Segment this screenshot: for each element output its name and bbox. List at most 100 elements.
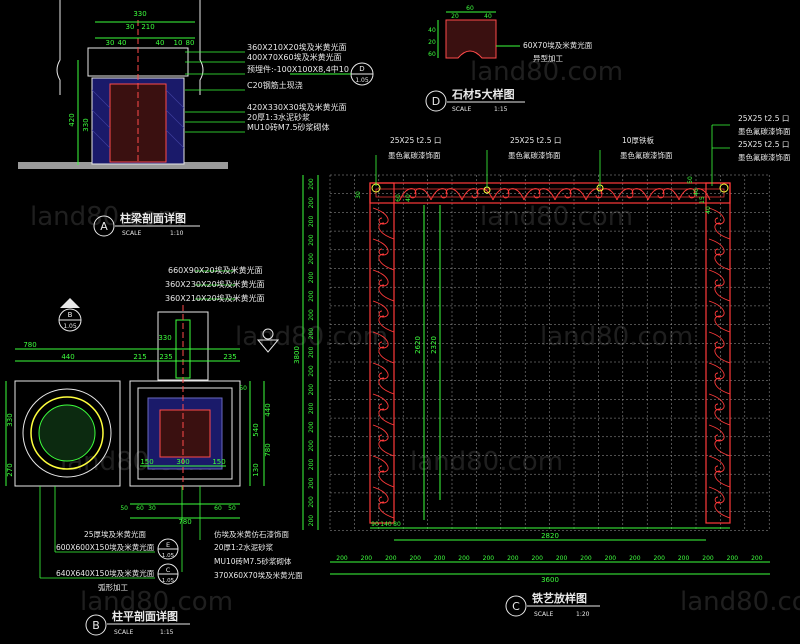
- iron-note: 墨色氟碳漆饰面: [738, 126, 791, 136]
- scroll-curve: [631, 188, 649, 201]
- scroll-curve: [708, 238, 725, 256]
- dim-label: 200: [458, 555, 470, 562]
- dim-label: 30: [355, 191, 362, 199]
- scroll-curve: [378, 346, 395, 364]
- section-a-note: 360X210X20埃及米黄光面: [247, 42, 347, 52]
- dim-label: 200: [308, 290, 315, 302]
- scroll-curve: [616, 188, 634, 201]
- section-b-note: 660X90X20埃及米黄光面: [168, 265, 263, 275]
- section-b-note: 仿埃及米黄仿石漆饰面: [214, 529, 289, 539]
- dim-label: 40: [405, 194, 412, 202]
- scale-value: 1:15: [494, 106, 508, 113]
- scroll-curve: [372, 331, 389, 349]
- view-letter: C: [512, 600, 520, 613]
- dim-label: 540: [252, 423, 260, 436]
- dim-label: 200: [308, 440, 315, 452]
- scroll-curve: [461, 188, 479, 201]
- dim-label: 60: [395, 194, 402, 202]
- callout-letter: B: [68, 311, 73, 319]
- scale-label: SCALE: [122, 230, 141, 237]
- dim-label: 50: [228, 505, 236, 512]
- watermark-text: land80.com: [680, 587, 800, 617]
- iron-note: 墨色氟碳漆饰面: [620, 150, 673, 160]
- scroll-curve: [708, 207, 725, 225]
- plan-core: [159, 409, 211, 458]
- scroll-curve: [523, 188, 541, 201]
- dim-label: 2320: [430, 336, 438, 354]
- dim-label: 200: [629, 555, 641, 562]
- scroll-curve: [708, 424, 725, 442]
- dim-label: 200: [308, 384, 315, 396]
- scale-label: SCALE: [534, 611, 553, 618]
- section-marker-circle: [262, 328, 274, 340]
- callout-sheet: 1.05: [355, 77, 369, 84]
- iron-note: 25X25 t2.5 口: [390, 136, 441, 145]
- scroll-curve: [378, 253, 395, 271]
- iron-note: 10厚铁板: [622, 135, 655, 145]
- dim-label: 200: [385, 555, 397, 562]
- title-b: B 柱平剖面详图 SCALE 1:15: [85, 609, 190, 636]
- plan-inner-square: [137, 387, 233, 480]
- scroll-curve: [662, 188, 680, 201]
- layout-grid: [329, 174, 770, 531]
- scroll-curve: [372, 486, 389, 504]
- section-a-note: MU10砖M7.5砂浆砌体: [247, 122, 330, 132]
- dim-label: 200: [483, 555, 495, 562]
- dim-label: 60: [428, 51, 436, 58]
- dim-label: 200: [308, 402, 315, 414]
- scroll-curve: [678, 188, 696, 201]
- dim-label: 150: [140, 458, 153, 466]
- dim-label: 780: [264, 443, 272, 456]
- dim-label: 200: [308, 515, 315, 527]
- dim-label: 50: [687, 176, 694, 184]
- section-b-note: 360X230X20埃及米黄光面: [165, 279, 265, 289]
- scroll-curve: [714, 470, 731, 488]
- scroll-curve: [538, 188, 556, 201]
- dim-label: 210: [141, 23, 154, 31]
- dim-label: 330: [158, 334, 171, 342]
- dim-label: 200: [308, 496, 315, 508]
- dim-label: 40: [428, 27, 436, 34]
- dim-label: 3600: [541, 576, 559, 584]
- dim-label: 235: [159, 353, 172, 361]
- scroll-ornaments-side: [372, 207, 731, 519]
- scroll-curve: [708, 486, 725, 504]
- detail-d-note: 异型加工: [533, 53, 563, 63]
- view-label-circle: [505, 595, 527, 617]
- watermark-text: land80.com: [470, 57, 623, 87]
- core-circle: [38, 404, 96, 462]
- leader-lines: [185, 51, 245, 133]
- section-b-note: 25厚埃及米黄光面: [84, 529, 147, 539]
- scroll-curve: [476, 188, 494, 201]
- watermark-text: land80.com: [235, 322, 388, 352]
- dim-label: 780: [178, 518, 191, 526]
- dim-label: 200: [308, 421, 315, 433]
- scroll-curve: [714, 501, 731, 519]
- dim-label: 30: [148, 505, 156, 512]
- dim-label: 330: [6, 413, 14, 426]
- dim-label: 200: [556, 555, 568, 562]
- dim-label: 200: [308, 234, 315, 246]
- iron-layout-drawing: 25X25 t2.5 口 墨色氟碳漆饰面 25X25 t2.5 口 墨色氟碳漆饰…: [293, 114, 791, 584]
- watermark-text: land80.com: [30, 202, 183, 232]
- scroll-curve: [693, 188, 711, 201]
- watermark-text: land80.com: [410, 447, 563, 477]
- section-a-note: 20厚1:3水泥砂浆: [247, 112, 310, 122]
- scroll-curve: [714, 253, 731, 271]
- view-label-circle: [93, 215, 115, 237]
- iron-frame: [369, 182, 731, 524]
- section-marker-icon: [256, 339, 280, 353]
- dim-label: 200: [308, 346, 315, 358]
- section-b-note: 640X640X150埃及米黄光面: [56, 568, 155, 578]
- dim-label: 10: [174, 39, 183, 47]
- scroll-curve: [714, 315, 731, 333]
- view-letter: B: [92, 619, 100, 632]
- inner-ring: [30, 396, 104, 470]
- dim-label: 40: [484, 13, 492, 20]
- dim-label: 780: [23, 341, 36, 349]
- section-a-note: 420X330X30埃及米黄光面: [247, 102, 347, 112]
- section-b-note: MU10砖M7.5砂浆砌体: [214, 556, 292, 566]
- dim-label: 30: [126, 23, 135, 31]
- dim-label: 200: [308, 197, 315, 209]
- scroll-curve: [378, 439, 395, 457]
